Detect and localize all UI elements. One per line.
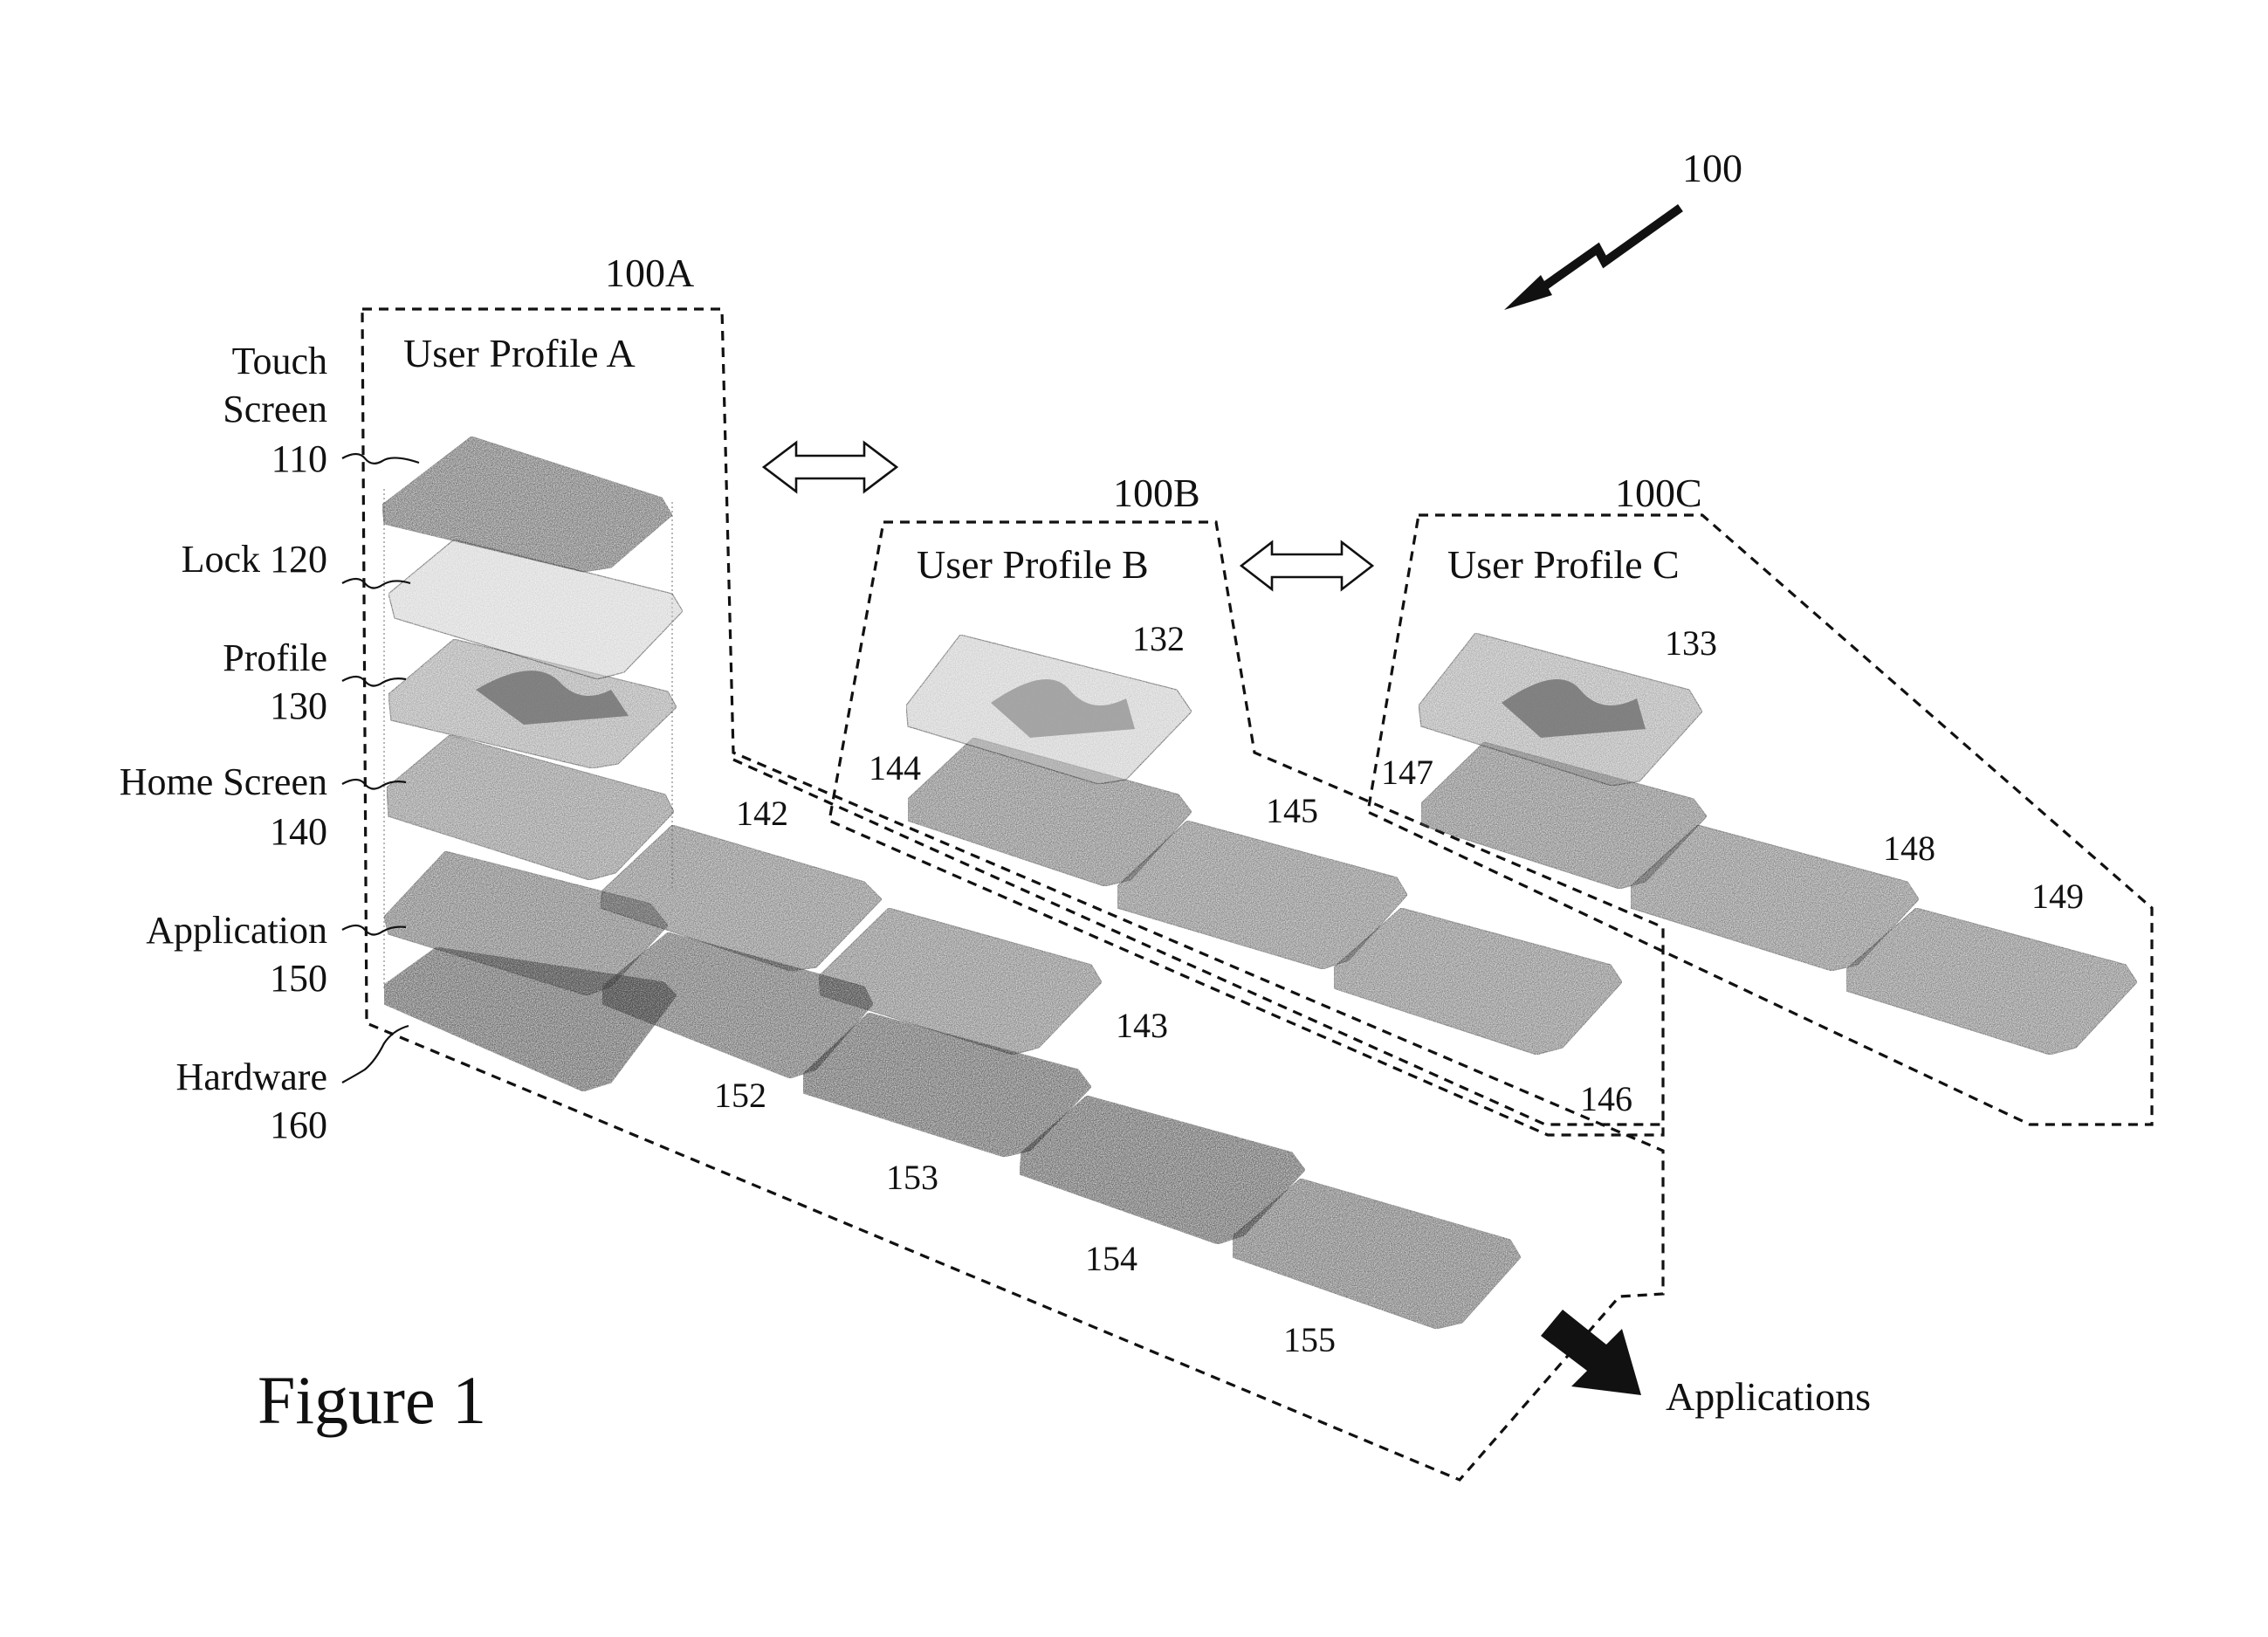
application-label: Application <box>146 909 327 952</box>
touch-screen-ref: 110 <box>271 437 327 480</box>
ref-155: 155 <box>1283 1320 1336 1359</box>
swap-arrow-a-b <box>764 443 897 492</box>
profile-a-title: User Profile A <box>403 331 636 375</box>
ref-147: 147 <box>1381 753 1433 792</box>
ref-149: 149 <box>2031 877 2084 916</box>
applications-arrow <box>1541 1310 1641 1395</box>
system-reference-label: 100 <box>1682 146 1742 190</box>
ref-133: 133 <box>1665 623 1717 663</box>
app-tile-155 <box>1233 1179 1521 1329</box>
ref-153: 153 <box>886 1158 938 1197</box>
ref-143: 143 <box>1116 1006 1168 1045</box>
profile-label: Profile <box>223 636 327 679</box>
hardware-ref: 160 <box>270 1104 327 1146</box>
profile-c-title: User Profile C <box>1447 542 1680 587</box>
home-screen-ref: 140 <box>270 810 327 853</box>
ref-148: 148 <box>1883 829 1935 868</box>
touch-screen-label-line1: Touch <box>232 340 327 382</box>
hardware-label: Hardware <box>176 1056 327 1098</box>
swap-arrow-b-c <box>1241 542 1372 589</box>
profile-b-ref: 100B <box>1113 471 1200 515</box>
profile-c-ref: 100C <box>1615 471 1702 515</box>
ref-154: 154 <box>1085 1239 1137 1278</box>
system-reference-arrow <box>1504 208 1680 310</box>
profile-b-tile-146 <box>1334 908 1622 1055</box>
figure-caption: Figure 1 <box>258 1362 486 1438</box>
lock-label: Lock 120 <box>182 538 327 581</box>
applications-label: Applications <box>1666 1374 1871 1419</box>
profile-b-title: User Profile B <box>917 542 1149 587</box>
ref-144: 144 <box>869 748 921 788</box>
touch-screen-layer <box>382 437 672 572</box>
ref-145: 145 <box>1266 791 1318 830</box>
application-ref: 150 <box>270 957 327 1000</box>
home-screen-label: Home Screen <box>120 760 327 803</box>
ref-142: 142 <box>736 794 788 833</box>
ref-152: 152 <box>714 1076 766 1115</box>
touch-screen-label-line2: Screen <box>223 388 327 430</box>
ref-132: 132 <box>1132 619 1185 658</box>
profile-ref: 130 <box>270 684 327 727</box>
home-screen-layer <box>387 735 674 880</box>
ref-146: 146 <box>1580 1079 1632 1118</box>
profile-a-ref: 100A <box>605 251 694 295</box>
